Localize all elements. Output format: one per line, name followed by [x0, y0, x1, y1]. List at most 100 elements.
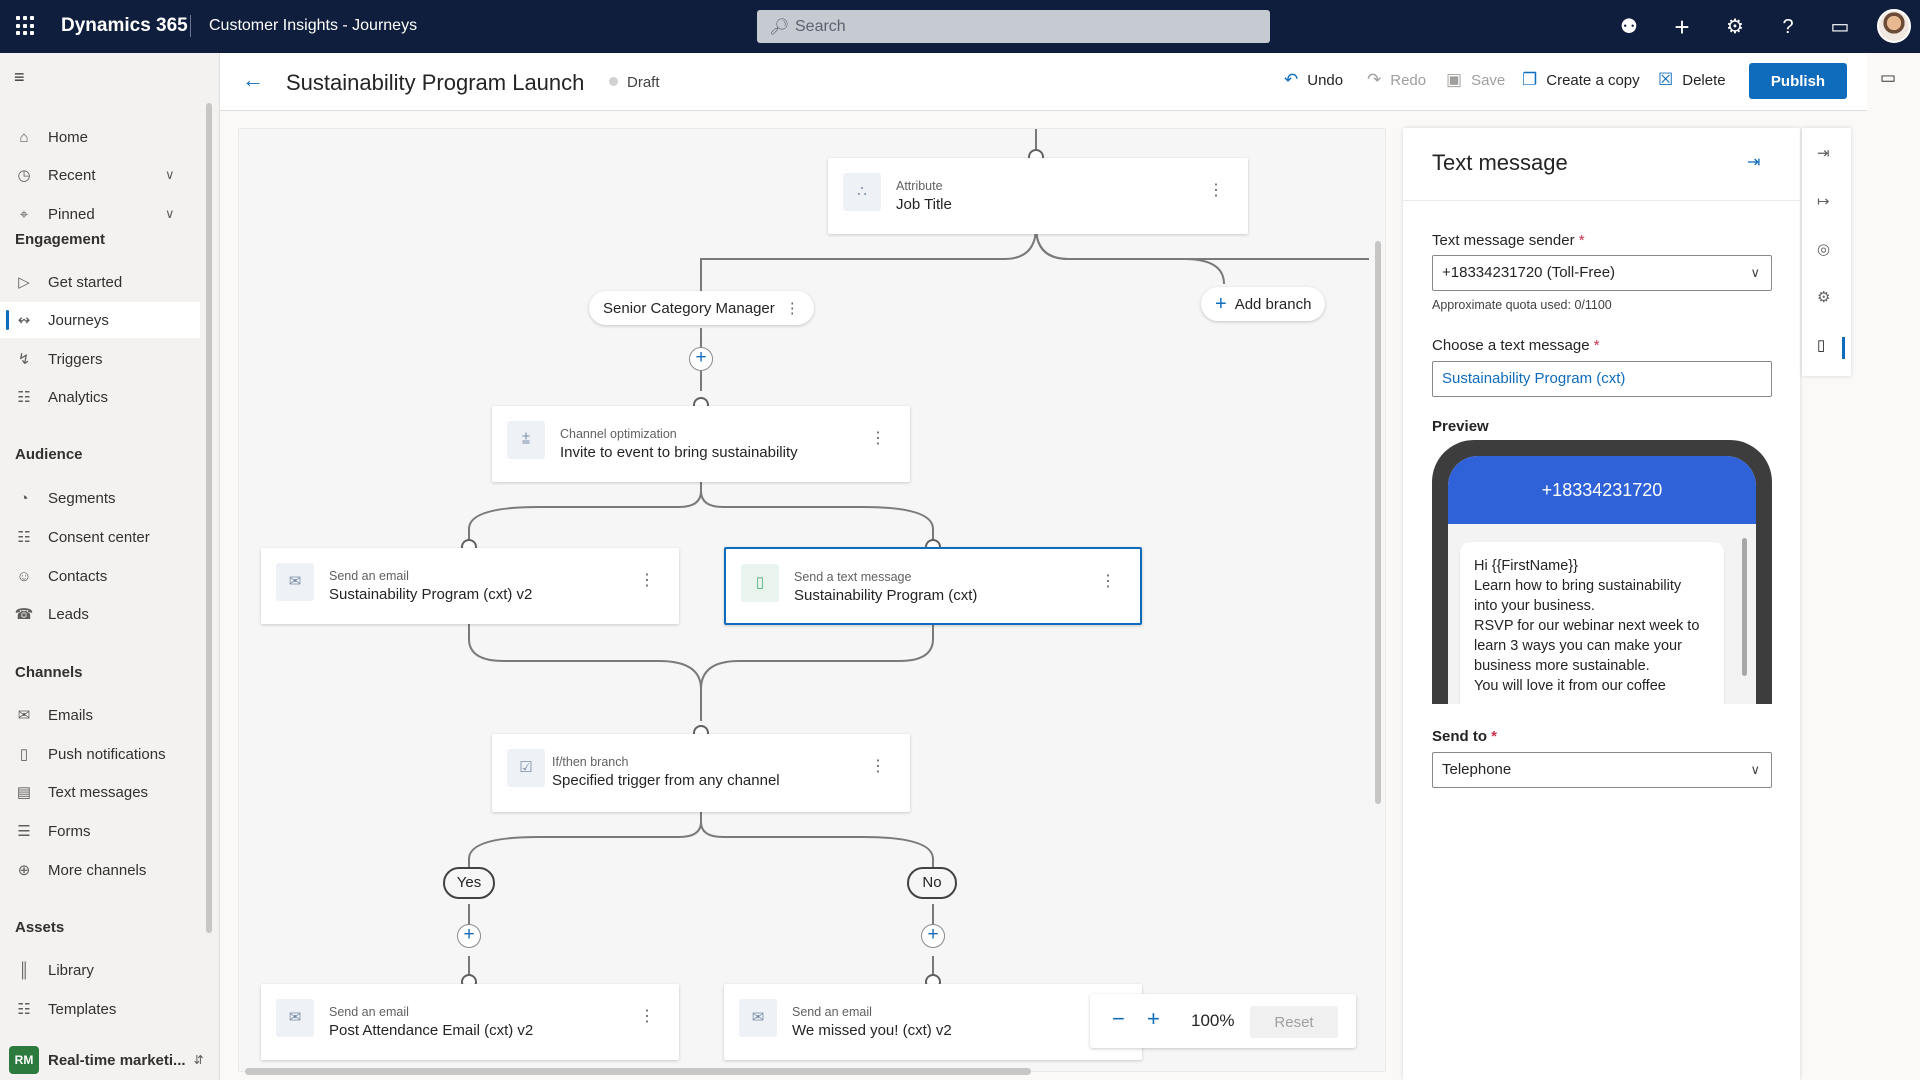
add-branch-button[interactable]: + Add branch	[1201, 287, 1326, 321]
more-options-icon[interactable]: ⋮	[870, 430, 886, 447]
avatar[interactable]	[1877, 9, 1911, 43]
message-line: Hi {{FirstName}}	[1474, 558, 1578, 574]
nav-item-templates[interactable]: ☷ Templates	[0, 991, 200, 1027]
top-bar: Dynamics 365 Customer Insights - Journey…	[0, 0, 1920, 53]
chat-icon[interactable]: ▭	[1830, 16, 1850, 38]
nav-label: Analytics	[48, 388, 109, 406]
hamburger-icon[interactable]: ≡	[14, 67, 25, 87]
nav-item-analytics[interactable]: ☷ Analytics	[0, 379, 200, 415]
delete-button[interactable]: ☒ Delete	[1658, 70, 1726, 90]
phone-icon[interactable]: ▯	[1817, 337, 1826, 354]
comments-icon[interactable]: ▭	[1880, 68, 1897, 87]
collapse-panel-icon[interactable]: ⇥	[1747, 154, 1761, 171]
push-icon: ▯	[19, 746, 29, 763]
more-options-icon[interactable]: ⋮	[639, 572, 655, 589]
app-launcher-icon[interactable]	[16, 16, 36, 36]
no-branch-label[interactable]: No	[907, 867, 957, 899]
send-email-tile[interactable]: ✉ Send an email Post Attendance Email (c…	[261, 984, 679, 1060]
nav-item-get-started[interactable]: ▷ Get started	[0, 264, 200, 300]
text-message-lookup[interactable]: Sustainability Program (cxt)	[1432, 361, 1772, 397]
journey-canvas[interactable]: ∴ Attribute Job Title ⋮ Senior Category …	[238, 128, 1386, 1072]
plus-icon[interactable]: +	[1674, 12, 1690, 42]
send-to-dropdown[interactable]: Telephone ∨	[1432, 752, 1772, 788]
nav-label: Library	[48, 961, 94, 979]
more-options-icon[interactable]: ⋮	[639, 1008, 655, 1025]
create-copy-button[interactable]: ❐ Create a copy	[1522, 70, 1640, 90]
send-email-tile[interactable]: ✉ Send an email Sustainability Program (…	[261, 548, 679, 624]
nav-scrollbar[interactable]	[206, 103, 212, 933]
journey-icon: ↭	[17, 312, 31, 329]
branch-pill-senior-category-manager[interactable]: Senior Category Manager ⋮	[589, 291, 814, 325]
undo-button[interactable]: ↶ Undo	[1284, 70, 1343, 90]
sender-dropdown[interactable]: +18334231720 (Toll-Free) ∨	[1432, 255, 1772, 291]
nav-item-leads[interactable]: ☎ Leads	[0, 596, 200, 632]
more-options-icon[interactable]: ⋮	[784, 300, 800, 317]
yes-branch-label[interactable]: Yes	[443, 867, 495, 899]
redo-button[interactable]: ↷ Redo	[1367, 70, 1426, 90]
target-icon[interactable]: ◎	[1817, 241, 1831, 258]
person-icon: ☺	[16, 567, 32, 585]
nav-item-triggers[interactable]: ↯ Triggers	[0, 341, 200, 377]
nav-item-segments[interactable]: ◔ Segments	[0, 480, 200, 516]
tile-subtitle: Attribute	[896, 179, 943, 193]
form-icon: ☰	[17, 823, 31, 840]
nav-item-more-channels[interactable]: ⊕ More channels	[0, 852, 200, 888]
canvas-horizontal-scrollbar[interactable]	[245, 1068, 1031, 1075]
more-options-icon[interactable]: ⋮	[870, 758, 886, 775]
nav-item-home[interactable]: ⌂ Home	[0, 119, 200, 155]
global-search[interactable]: 🔎︎	[757, 10, 1270, 43]
nav-item-library[interactable]: ║ Library	[0, 952, 200, 988]
help-icon[interactable]: ?	[1782, 16, 1794, 38]
nav-item-recent[interactable]: ◷ Recent ∨	[0, 157, 200, 193]
branch-icon: ⩲	[507, 421, 545, 459]
nav-item-emails[interactable]: ✉ Emails	[0, 697, 200, 733]
zoom-in-icon[interactable]: +	[1147, 1006, 1160, 1031]
nav-item-text-messages[interactable]: ▤ Text messages	[0, 774, 200, 810]
brand-name[interactable]: Dynamics 365	[61, 15, 188, 36]
chevron-down-icon[interactable]: ∨	[165, 167, 175, 182]
leads-icon: ☎	[14, 606, 34, 623]
reset-zoom-button[interactable]: Reset	[1250, 1006, 1338, 1038]
chevron-down-icon[interactable]: ∨	[165, 206, 175, 221]
more-options-icon[interactable]: ⋮	[1100, 573, 1116, 590]
nav-item-pinned[interactable]: ⌖ Pinned ∨	[0, 196, 200, 232]
gear-icon[interactable]: ⚙	[1726, 16, 1744, 38]
channel-optimization-tile[interactable]: ⩲ Channel optimization Invite to event t…	[492, 406, 910, 482]
gear-icon[interactable]: ⚙	[1817, 289, 1831, 306]
nav-label: Pinned	[48, 205, 95, 223]
nav-item-contacts[interactable]: ☺ Contacts	[0, 558, 200, 594]
if-then-branch-tile[interactable]: ☑ If/then branch Specified trigger from …	[492, 734, 910, 812]
publish-button[interactable]: Publish	[1749, 63, 1847, 99]
lightbulb-icon[interactable]: ⚉	[1620, 16, 1638, 38]
nav-label: Text messages	[48, 783, 149, 801]
nav-item-push-notifications[interactable]: ▯ Push notifications	[0, 736, 200, 772]
exit-icon[interactable]: ↦	[1817, 193, 1830, 210]
send-text-message-tile[interactable]: ▯ Send a text message Sustainability Pro…	[724, 547, 1142, 625]
tile-title: Job Title	[896, 196, 952, 213]
preview-scrollbar[interactable]	[1742, 538, 1747, 676]
chevron-down-icon: ∨	[1750, 762, 1760, 777]
search-input[interactable]	[795, 16, 1255, 38]
add-step-button[interactable]: +	[921, 924, 945, 948]
area-switcher[interactable]: RM Real-time marketi... ⇵	[0, 1040, 219, 1080]
zoom-out-icon[interactable]: −	[1112, 1006, 1125, 1031]
save-button[interactable]: ▣ Save	[1446, 70, 1505, 90]
back-arrow-icon[interactable]: ←	[242, 67, 264, 92]
nav-item-forms[interactable]: ☰ Forms	[0, 813, 200, 849]
canvas-vertical-scrollbar[interactable]	[1375, 241, 1381, 804]
app-name[interactable]: Customer Insights - Journeys	[209, 17, 418, 34]
nav-item-journeys[interactable]: ↭ Journeys	[0, 302, 200, 338]
phone-icon: ▯	[741, 564, 779, 602]
message-line: RSVP for our webinar next week to	[1474, 618, 1700, 634]
message-value-link[interactable]: Sustainability Program (cxt)	[1442, 370, 1626, 387]
mail-icon: ✉	[739, 999, 777, 1037]
attribute-tile[interactable]: ∴ Attribute Job Title ⋮	[828, 158, 1248, 234]
enter-icon[interactable]: ⇥	[1817, 145, 1830, 162]
nav-section-assets: Assets	[15, 919, 65, 936]
more-options-icon[interactable]: ⋮	[1208, 182, 1224, 199]
add-step-button[interactable]: +	[689, 347, 713, 371]
add-step-button[interactable]: +	[457, 924, 481, 948]
nav-label: Templates	[48, 1000, 117, 1018]
send-email-tile[interactable]: ✉ Send an email We missed you! (cxt) v2	[724, 984, 1142, 1060]
nav-item-consent-center[interactable]: ☷ Consent center	[0, 519, 200, 555]
